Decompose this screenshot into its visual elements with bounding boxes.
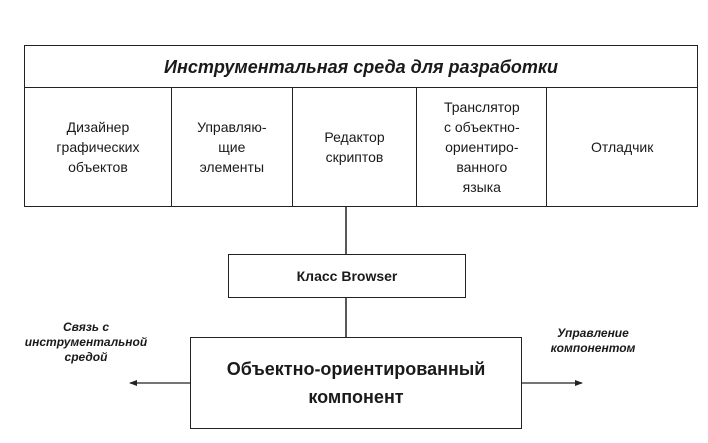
tool-debugger: Отладчик — [591, 139, 654, 155]
tool-graphic-designer: Дизайнер графических объектов — [25, 88, 172, 206]
link-environment-label: Связь с инструментальной средой — [24, 320, 148, 364]
tool-oo-translator: Транслятор с объектно- ориентиро- ванног… — [417, 88, 548, 206]
tool-controls: Управляю- щие элементы — [172, 88, 293, 206]
tool-script-editor: Редактор скриптов — [293, 88, 418, 206]
browser-class-label: Класс Browser — [296, 268, 398, 284]
tool-cells-row: Дизайнер графических объектов Управляю- … — [24, 87, 698, 207]
component-label: Объектно-ориентированный компонент — [226, 359, 486, 407]
environment-title-text: Инструментальная среда для разработки — [164, 56, 558, 77]
component-control-label: Управление компонентом — [550, 326, 636, 355]
component-box: Объектно-ориентированный компонент — [190, 337, 522, 429]
environment-title: Инструментальная среда для разработки — [24, 45, 698, 89]
browser-class-box: Класс Browser — [228, 254, 466, 298]
